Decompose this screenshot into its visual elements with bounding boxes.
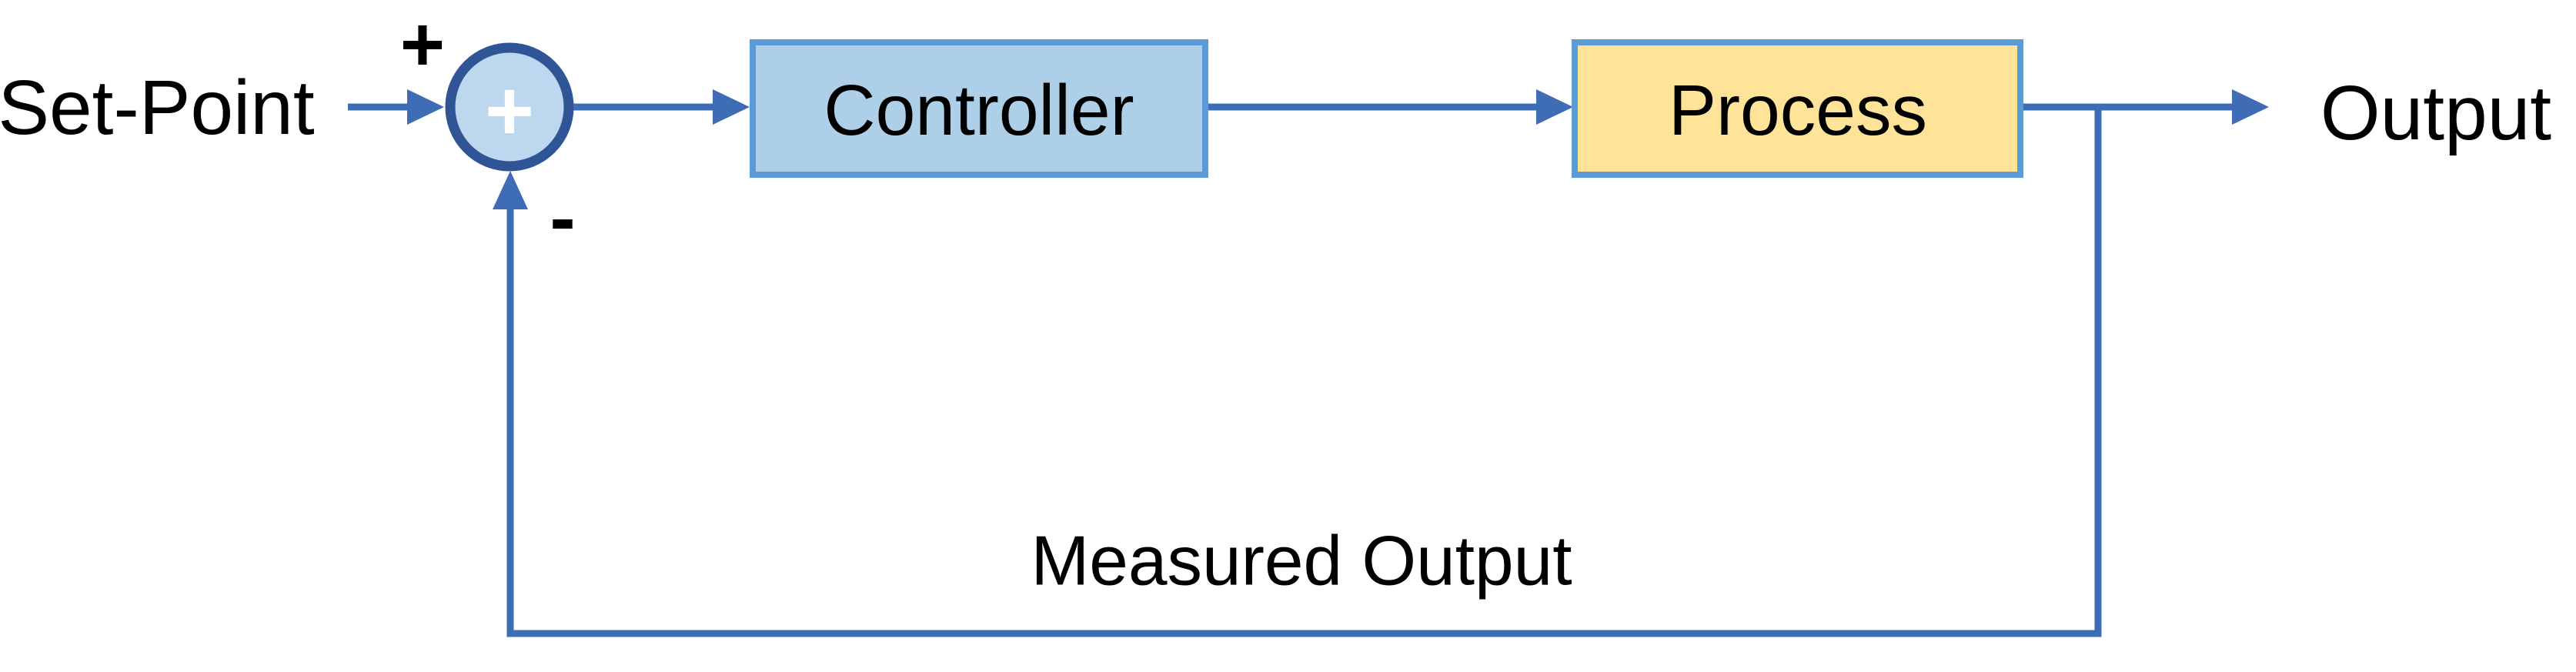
feedback-minus-sign: - [550,175,575,261]
controller-label: Controller [824,70,1134,150]
controller-block [750,39,1208,178]
process-arrowhead-icon [1536,89,1573,125]
measured-output-label: Measured Output [1031,523,1572,600]
process-block [1572,39,2023,178]
feedback-arrowhead-icon [493,171,528,209]
summing-junction [445,42,574,172]
feedback-path-line [506,107,2102,637]
output-label: Output [2320,70,2551,156]
setpoint-arrowhead-icon [407,89,444,125]
summing-plus-icon: + [485,64,534,159]
process-label: Process [1669,70,1927,150]
output-arrowhead-icon [2232,89,2269,125]
input-plus-sign: + [400,2,445,88]
controller-arrowhead-icon [713,89,750,125]
set-point-label: Set-Point [0,65,315,151]
